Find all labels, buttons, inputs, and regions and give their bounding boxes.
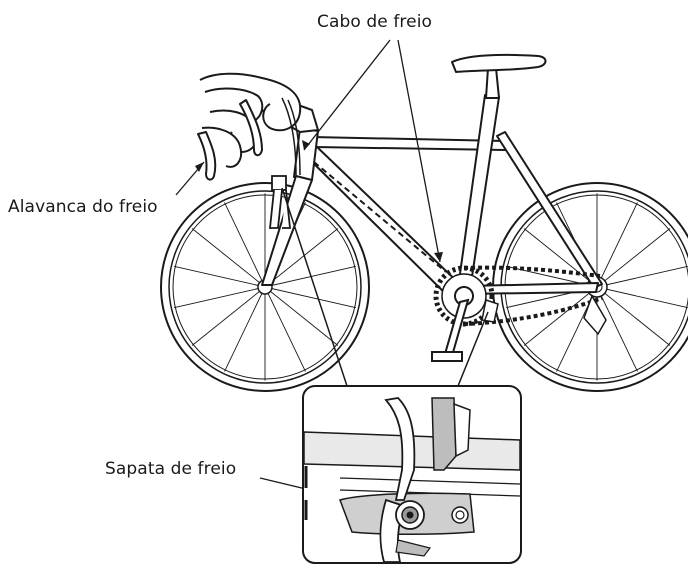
leader-arrowheads xyxy=(195,140,443,262)
handlebar xyxy=(197,72,319,181)
label-brake-shoe: Sapata de freio xyxy=(105,459,237,479)
label-brake-lever: Alavanca do freio xyxy=(8,197,158,217)
saddle xyxy=(451,53,547,99)
pedal xyxy=(431,351,463,362)
caliper-arm xyxy=(431,397,457,471)
callout-lines xyxy=(281,187,489,387)
rear-brake-cable xyxy=(313,161,447,273)
detail-inset xyxy=(302,385,522,564)
bike-frame xyxy=(261,94,603,303)
label-brake-cable: Cabo de freio xyxy=(317,12,433,32)
